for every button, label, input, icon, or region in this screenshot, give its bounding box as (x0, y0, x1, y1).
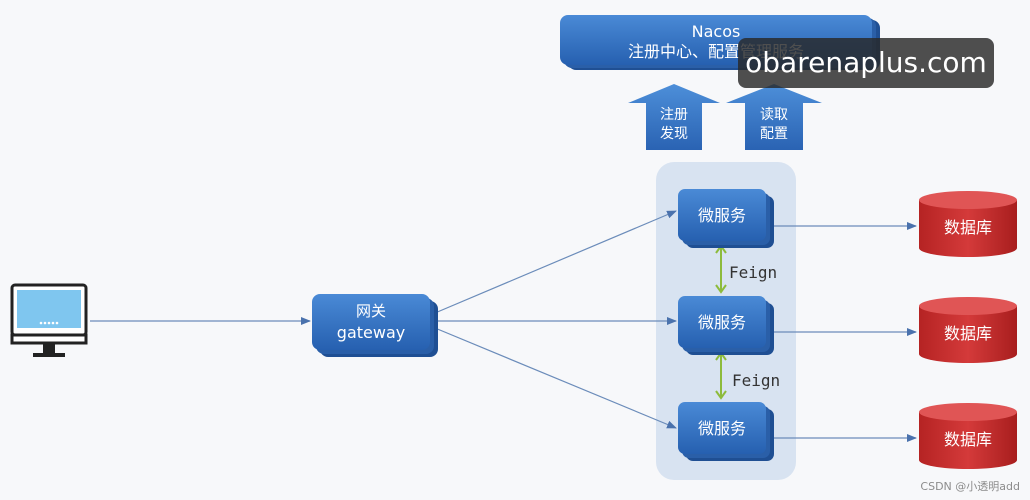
connection-lines (90, 210, 917, 442)
database-label-3: 数据库 (944, 430, 992, 449)
config-arrow-line2: 配置 (760, 126, 788, 142)
config-arrow-line1: 读取 (760, 106, 788, 123)
register-discover-arrow: 注册 发现 (628, 84, 720, 150)
database-icon-1: 数据库 (919, 191, 1017, 257)
gateway-line1: 网关 (356, 302, 386, 320)
microservice-label-1: 微服务 (698, 206, 746, 225)
database-label-2: 数据库 (944, 324, 992, 343)
feign-label-1: Feign (729, 263, 777, 282)
microservice-box-1: 微服务 (678, 189, 774, 248)
csdn-credit: CSDN @小透明add (920, 480, 1020, 493)
client-monitor-icon (10, 283, 88, 357)
database-label-1: 数据库 (944, 218, 992, 237)
microservice-label-3: 微服务 (698, 419, 746, 438)
register-arrow-line2: 发现 (660, 126, 688, 142)
microservice-label-2: 微服务 (698, 313, 746, 332)
read-config-arrow: 读取 配置 (726, 84, 822, 150)
database-icon-2: 数据库 (919, 297, 1017, 363)
microservice-box-2: 微服务 (678, 296, 774, 355)
gateway-line2: gateway (337, 323, 405, 342)
microservice-box-3: 微服务 (678, 402, 774, 461)
database-icon-3: 数据库 (919, 403, 1017, 469)
nacos-title: Nacos (692, 22, 741, 41)
register-arrow-line1: 注册 (660, 107, 688, 123)
watermark-badge: obarenaplus.com (738, 38, 994, 88)
feign-label-2: Feign (732, 371, 780, 390)
gateway-box: 网关 gateway (312, 294, 438, 357)
